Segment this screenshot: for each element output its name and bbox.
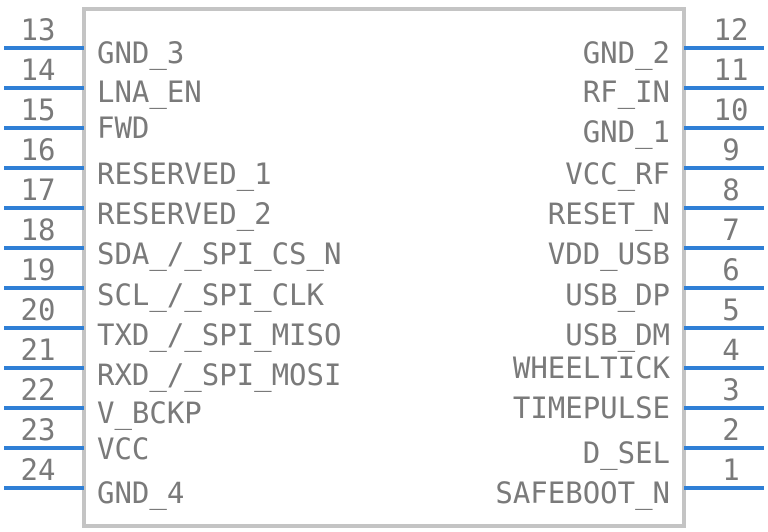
pin-number: 14 <box>21 53 56 87</box>
pin-label: VDD_USB <box>548 237 670 272</box>
pin-number: 15 <box>21 93 56 127</box>
pin-number: 16 <box>21 133 56 167</box>
pin-number: 10 <box>714 93 749 127</box>
pin-label: GND_3 <box>97 36 184 71</box>
pin-label: SDA_/_SPI_CS_N <box>97 237 341 272</box>
pin-number: 4 <box>722 333 739 367</box>
pin-label: GND_4 <box>97 476 184 511</box>
pin-number: 21 <box>21 333 56 367</box>
pin-number: 12 <box>714 13 749 47</box>
pin-number: 19 <box>21 253 56 287</box>
pin-label: GND_1 <box>583 115 670 150</box>
pin-label: USB_DM <box>565 318 670 353</box>
pin-number: 23 <box>21 413 56 447</box>
pin-number: 20 <box>21 293 56 327</box>
pin-number: 9 <box>722 133 739 167</box>
pin-label: LNA_EN <box>97 75 202 110</box>
pin-number: 13 <box>21 13 56 47</box>
pin-number: 24 <box>21 453 56 487</box>
pin-label: GND_2 <box>583 36 670 71</box>
pin-label: VCC_RF <box>565 157 670 192</box>
pin-number: 2 <box>722 413 739 447</box>
pin-number: 17 <box>21 173 56 207</box>
pin-label: FWD <box>97 111 149 145</box>
pin-number: 22 <box>21 373 56 407</box>
pin-label: TXD_/_SPI_MISO <box>97 318 341 353</box>
pin-label: RESERVED_1 <box>97 157 272 192</box>
pin-label: RF_IN <box>583 75 670 110</box>
pin-number: 3 <box>722 373 739 407</box>
pin-label: RXD_/_SPI_MOSI <box>97 358 341 393</box>
pin-number: 8 <box>722 173 739 207</box>
pin-label: RESERVED_2 <box>97 197 272 232</box>
ic-body <box>82 7 686 528</box>
pin-label: V_BCKP <box>97 396 202 431</box>
pin-label: SAFEBOOT_N <box>495 476 670 511</box>
pin-label: VCC <box>97 432 149 466</box>
pin-label: D_SEL <box>583 436 670 471</box>
pin-label: WHEELTICK <box>513 351 671 385</box>
pin-label: RESET_N <box>548 197 670 232</box>
pin-number: 6 <box>722 253 739 287</box>
pin-number: 18 <box>21 213 56 247</box>
pin-label: SCL_/_SPI_CLK <box>97 278 325 313</box>
pin-number: 11 <box>714 53 749 87</box>
pin-number: 5 <box>722 293 739 327</box>
pin-label: USB_DP <box>565 278 670 313</box>
pin-number: 1 <box>722 453 739 487</box>
pin-number: 7 <box>722 213 739 247</box>
pin-label: TIMEPULSE <box>513 391 670 425</box>
